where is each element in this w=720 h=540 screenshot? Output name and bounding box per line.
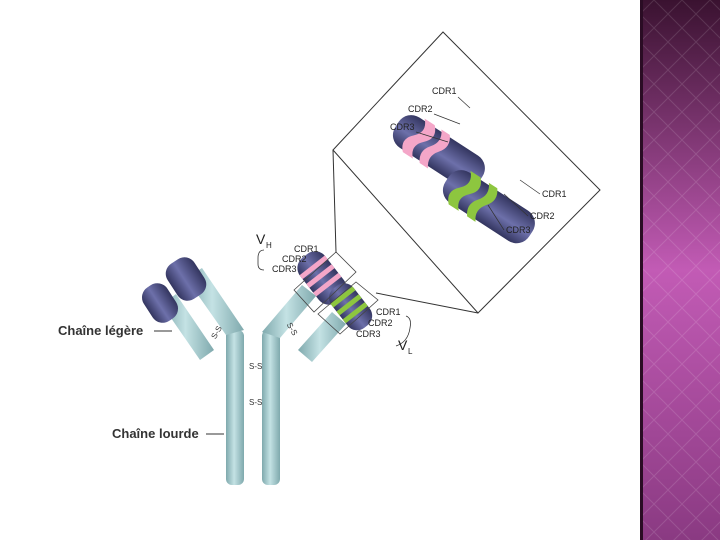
slide: CDR1 CDR2 CDR3 CDR1 CDR2 CDR3 V H CDR1 C…	[58, 31, 601, 485]
vh-cdr2: CDR2	[282, 254, 307, 264]
zoom-vl-cdr3: CDR3	[506, 225, 531, 235]
vl-cdr2: CDR2	[368, 318, 393, 328]
vh-cdr1: CDR1	[294, 244, 319, 254]
zoom-labels: CDR1 CDR2 CDR3 CDR1 CDR2 CDR3	[390, 86, 567, 235]
light-chain-left	[141, 283, 214, 360]
zoomed-vh	[392, 115, 485, 189]
vl-cdr3: CDR3	[356, 329, 381, 339]
svg-text:V: V	[256, 231, 266, 247]
antibody-diagram: CDR1 CDR2 CDR3 CDR1 CDR2 CDR3 V H CDR1 C…	[58, 31, 601, 485]
zoom-vl-cdr1: CDR1	[542, 189, 567, 199]
svg-text:L: L	[408, 347, 413, 356]
light-chain-label: Chaîne légère	[58, 323, 143, 338]
vh-cdr3: CDR3	[272, 264, 297, 274]
vh-label: V H CDR1 CDR2 CDR3	[256, 231, 319, 274]
diamond-pattern-icon	[640, 0, 720, 540]
zoom-vl-cdr2: CDR2	[530, 211, 555, 221]
vl-domain	[329, 283, 373, 331]
heavy-chain-left	[165, 257, 244, 485]
light-chain-right	[298, 312, 346, 362]
svg-text:V: V	[398, 337, 408, 353]
svg-text:H: H	[266, 241, 272, 250]
heavy-chain-right	[262, 285, 316, 485]
svg-text:S-S: S-S	[249, 398, 262, 407]
variable-region-outlines	[293, 251, 379, 335]
zoom-vh-cdr3: CDR3	[390, 122, 415, 132]
zoom-leader-lines	[415, 96, 541, 231]
vl-label: CDR1 CDR2 CDR3 V L	[356, 307, 413, 356]
zoom-box	[332, 31, 601, 314]
decorative-sidebar	[640, 0, 720, 540]
zoom-vh-cdr1: CDR1	[432, 86, 457, 96]
disulfide-bonds: S-S S-S S-S S-S	[209, 321, 299, 407]
heavy-chain-label: Chaîne lourde	[112, 426, 199, 441]
svg-text:S-S: S-S	[285, 321, 299, 337]
vl-cdr1: CDR1	[376, 307, 401, 317]
svg-text:S-S: S-S	[249, 362, 262, 371]
zoom-vh-cdr2: CDR2	[408, 104, 433, 114]
